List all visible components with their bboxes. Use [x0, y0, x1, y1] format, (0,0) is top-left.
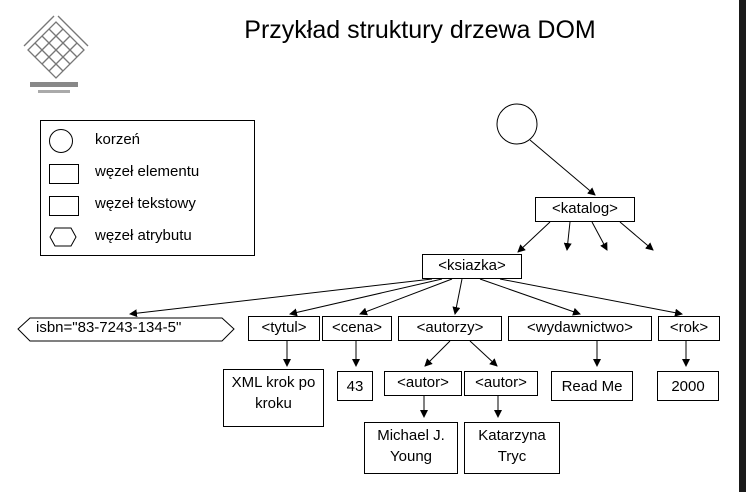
- element-node-katalog: <katalog>: [535, 197, 635, 222]
- right-border: [739, 0, 746, 492]
- attribute-node-isbn: [17, 317, 235, 342]
- text-node-autor-2: Katarzyna Tryc: [464, 422, 560, 474]
- circle-icon: [49, 129, 73, 153]
- legend-element: węzeł elementu: [41, 161, 256, 185]
- element-node-autor-2: <autor>: [464, 371, 538, 396]
- rectangle-icon: [49, 196, 79, 216]
- element-node-autor-1: <autor>: [384, 371, 462, 396]
- attribute-node-isbn-label: isbn="83-7243-134-5": [36, 319, 182, 336]
- element-node-autorzy: <autorzy>: [398, 316, 502, 341]
- legend-attribute: węzeł atrybutu: [41, 225, 256, 249]
- logo-icon: [23, 15, 89, 93]
- text-node-rok: 2000: [657, 371, 719, 401]
- legend-element-label: węzeł elementu: [95, 163, 200, 180]
- element-node-ksiazka: <ksiazka>: [422, 254, 522, 279]
- element-node-rok: <rok>: [658, 316, 720, 341]
- text-node-tytul: XML krok po kroku: [223, 369, 324, 427]
- element-node-tytul: <tytul>: [248, 316, 320, 341]
- text-node-cena: 43: [337, 371, 373, 401]
- legend-attribute-label: węzeł atrybutu: [95, 227, 192, 244]
- legend-root: korzeń: [41, 129, 256, 153]
- text-node-autor-1: Michael J. Young: [364, 422, 458, 474]
- page-title: Przykład struktury drzewa DOM: [244, 16, 596, 44]
- element-node-cena: <cena>: [322, 316, 392, 341]
- legend-root-label: korzeń: [95, 131, 141, 148]
- legend-text-label: węzeł tekstowy: [95, 195, 196, 212]
- rectangle-icon: [49, 164, 79, 184]
- root-node: [496, 103, 538, 145]
- text-node-wydawnictwo: Read Me: [551, 371, 633, 401]
- element-node-wydawnictwo: <wydawnictwo>: [508, 316, 652, 341]
- legend: korzeń węzeł elementu węzeł tekstowy węz…: [40, 120, 255, 256]
- legend-text: węzeł tekstowy: [41, 193, 256, 217]
- hexagon-icon: [49, 227, 77, 247]
